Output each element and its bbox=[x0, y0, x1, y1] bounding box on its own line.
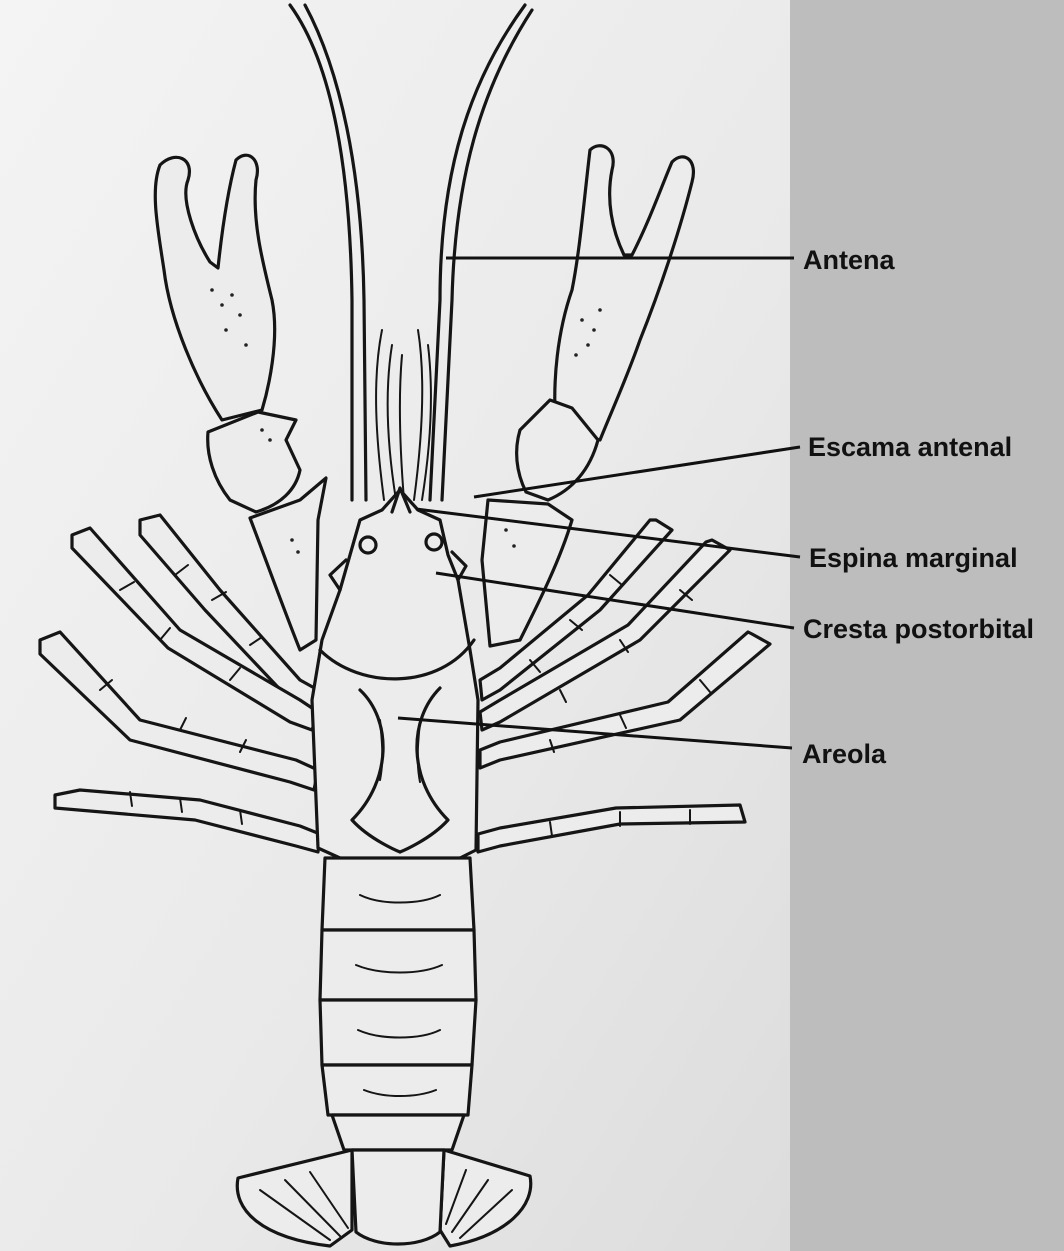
label-areola: Areola bbox=[802, 739, 887, 769]
label-escama-antenal: Escama antenal bbox=[808, 432, 1012, 462]
label-espina-marginal: Espina marginal bbox=[809, 543, 1018, 573]
label-cresta-postorbital: Cresta postorbital bbox=[803, 614, 1034, 644]
label-antena: Antena bbox=[803, 245, 895, 275]
abdomen bbox=[320, 858, 476, 1150]
